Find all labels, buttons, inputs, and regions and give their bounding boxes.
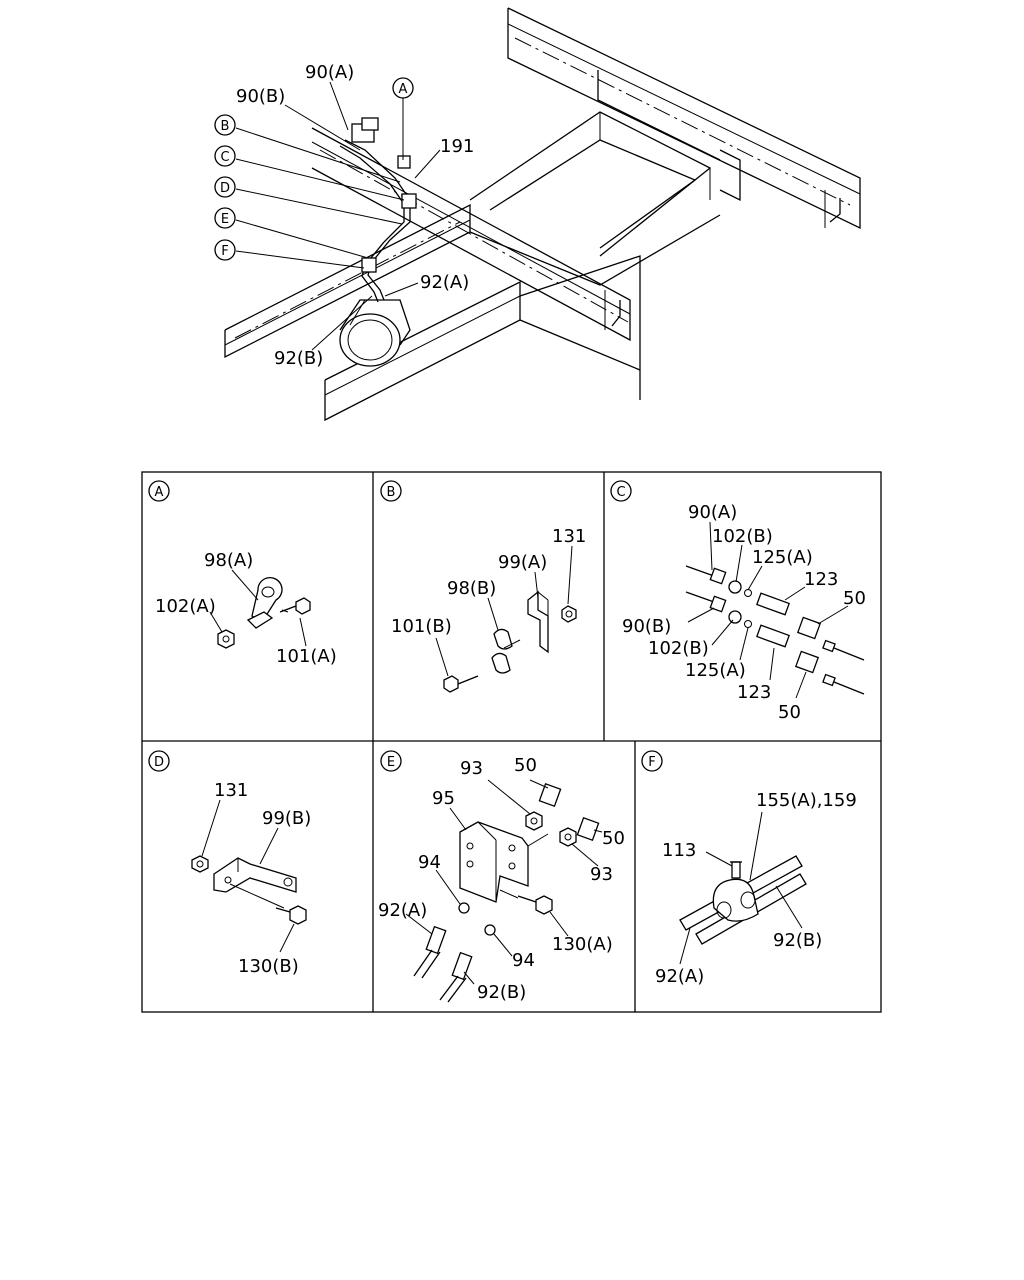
- svg-text:C: C: [220, 150, 229, 165]
- label-123-upper: 123: [804, 569, 838, 590]
- panel-c: C 90(A) 102(B) 125(A) 123 50 90: [610, 480, 866, 723]
- label-94-lower: 94: [512, 950, 535, 971]
- label-50-upper: 50: [843, 588, 866, 609]
- svg-text:D: D: [220, 181, 230, 196]
- panel-f: F 155(A),159 113 92(B) 92(A): [641, 750, 857, 987]
- svg-text:E: E: [387, 755, 395, 770]
- label-50-upper-e: 50: [514, 755, 537, 776]
- label-101a: 101(A): [276, 646, 337, 667]
- overview-callout-b: B: [214, 114, 236, 136]
- label-98a: 98(A): [204, 550, 253, 571]
- svg-text:B: B: [387, 485, 396, 500]
- overview-callout-f: F: [214, 239, 236, 261]
- label-93-lower: 93: [590, 864, 613, 885]
- label-92b-e: 92(B): [477, 982, 526, 1003]
- chassis-frame-illustration: [224, 7, 861, 422]
- overview-callout-e: E: [214, 207, 236, 229]
- detail-grid: [141, 471, 882, 1013]
- label-90b-detail: 90(B): [622, 616, 671, 637]
- label-99b: 99(B): [262, 808, 311, 829]
- label-101b: 101(B): [391, 616, 452, 637]
- label-90a-detail: 90(A): [688, 502, 737, 523]
- label-102b-upper: 102(B): [712, 526, 773, 547]
- svg-text:D: D: [154, 755, 164, 770]
- label-125a-lower: 125(A): [685, 660, 746, 681]
- svg-text:A: A: [399, 82, 408, 97]
- label-92b: 92(B): [274, 348, 323, 369]
- label-50-lower: 50: [778, 702, 801, 723]
- label-98b: 98(B): [447, 578, 496, 599]
- panel-b: B 131 99(A) 98(B) 101(B): [380, 480, 586, 693]
- label-102b-lower: 102(B): [648, 638, 709, 659]
- svg-text:E: E: [221, 212, 229, 227]
- svg-text:B: B: [221, 119, 230, 134]
- label-93-upper: 93: [460, 758, 483, 779]
- label-94-upper: 94: [418, 852, 441, 873]
- label-102a: 102(A): [155, 596, 216, 617]
- svg-text:A: A: [155, 485, 164, 500]
- overview-callout-a: A: [392, 77, 414, 99]
- svg-text:C: C: [616, 485, 625, 500]
- overview-leaders: [235, 81, 441, 351]
- label-90b: 90(B): [236, 86, 285, 107]
- label-123-lower: 123: [737, 682, 771, 703]
- label-92a-f: 92(A): [655, 966, 704, 987]
- label-50-lower-e: 50: [602, 828, 625, 849]
- label-113: 113: [662, 840, 696, 861]
- label-125a-upper: 125(A): [752, 547, 813, 568]
- svg-text:F: F: [648, 755, 655, 770]
- label-130a: 130(A): [552, 934, 613, 955]
- label-191: 191: [440, 136, 474, 157]
- label-130b: 130(B): [238, 956, 299, 977]
- label-92a-e: 92(A): [378, 900, 427, 921]
- label-90a: 90(A): [305, 62, 354, 83]
- label-95: 95: [432, 788, 455, 809]
- label-92a: 92(A): [420, 272, 469, 293]
- label-99a: 99(A): [498, 552, 547, 573]
- label-131-d: 131: [214, 780, 248, 801]
- svg-text:F: F: [221, 244, 228, 259]
- overview-callout-c: C: [214, 145, 236, 167]
- label-131: 131: [552, 526, 586, 547]
- overview-callout-d: D: [214, 176, 236, 198]
- panel-d: D 131 99(B) 130(B): [148, 750, 311, 977]
- label-92b-f: 92(B): [773, 930, 822, 951]
- panel-e: E: [378, 750, 625, 1003]
- label-155a-159: 155(A),159: [756, 790, 857, 811]
- panel-a: A 98(A) 102(A) 101(A): [148, 480, 337, 667]
